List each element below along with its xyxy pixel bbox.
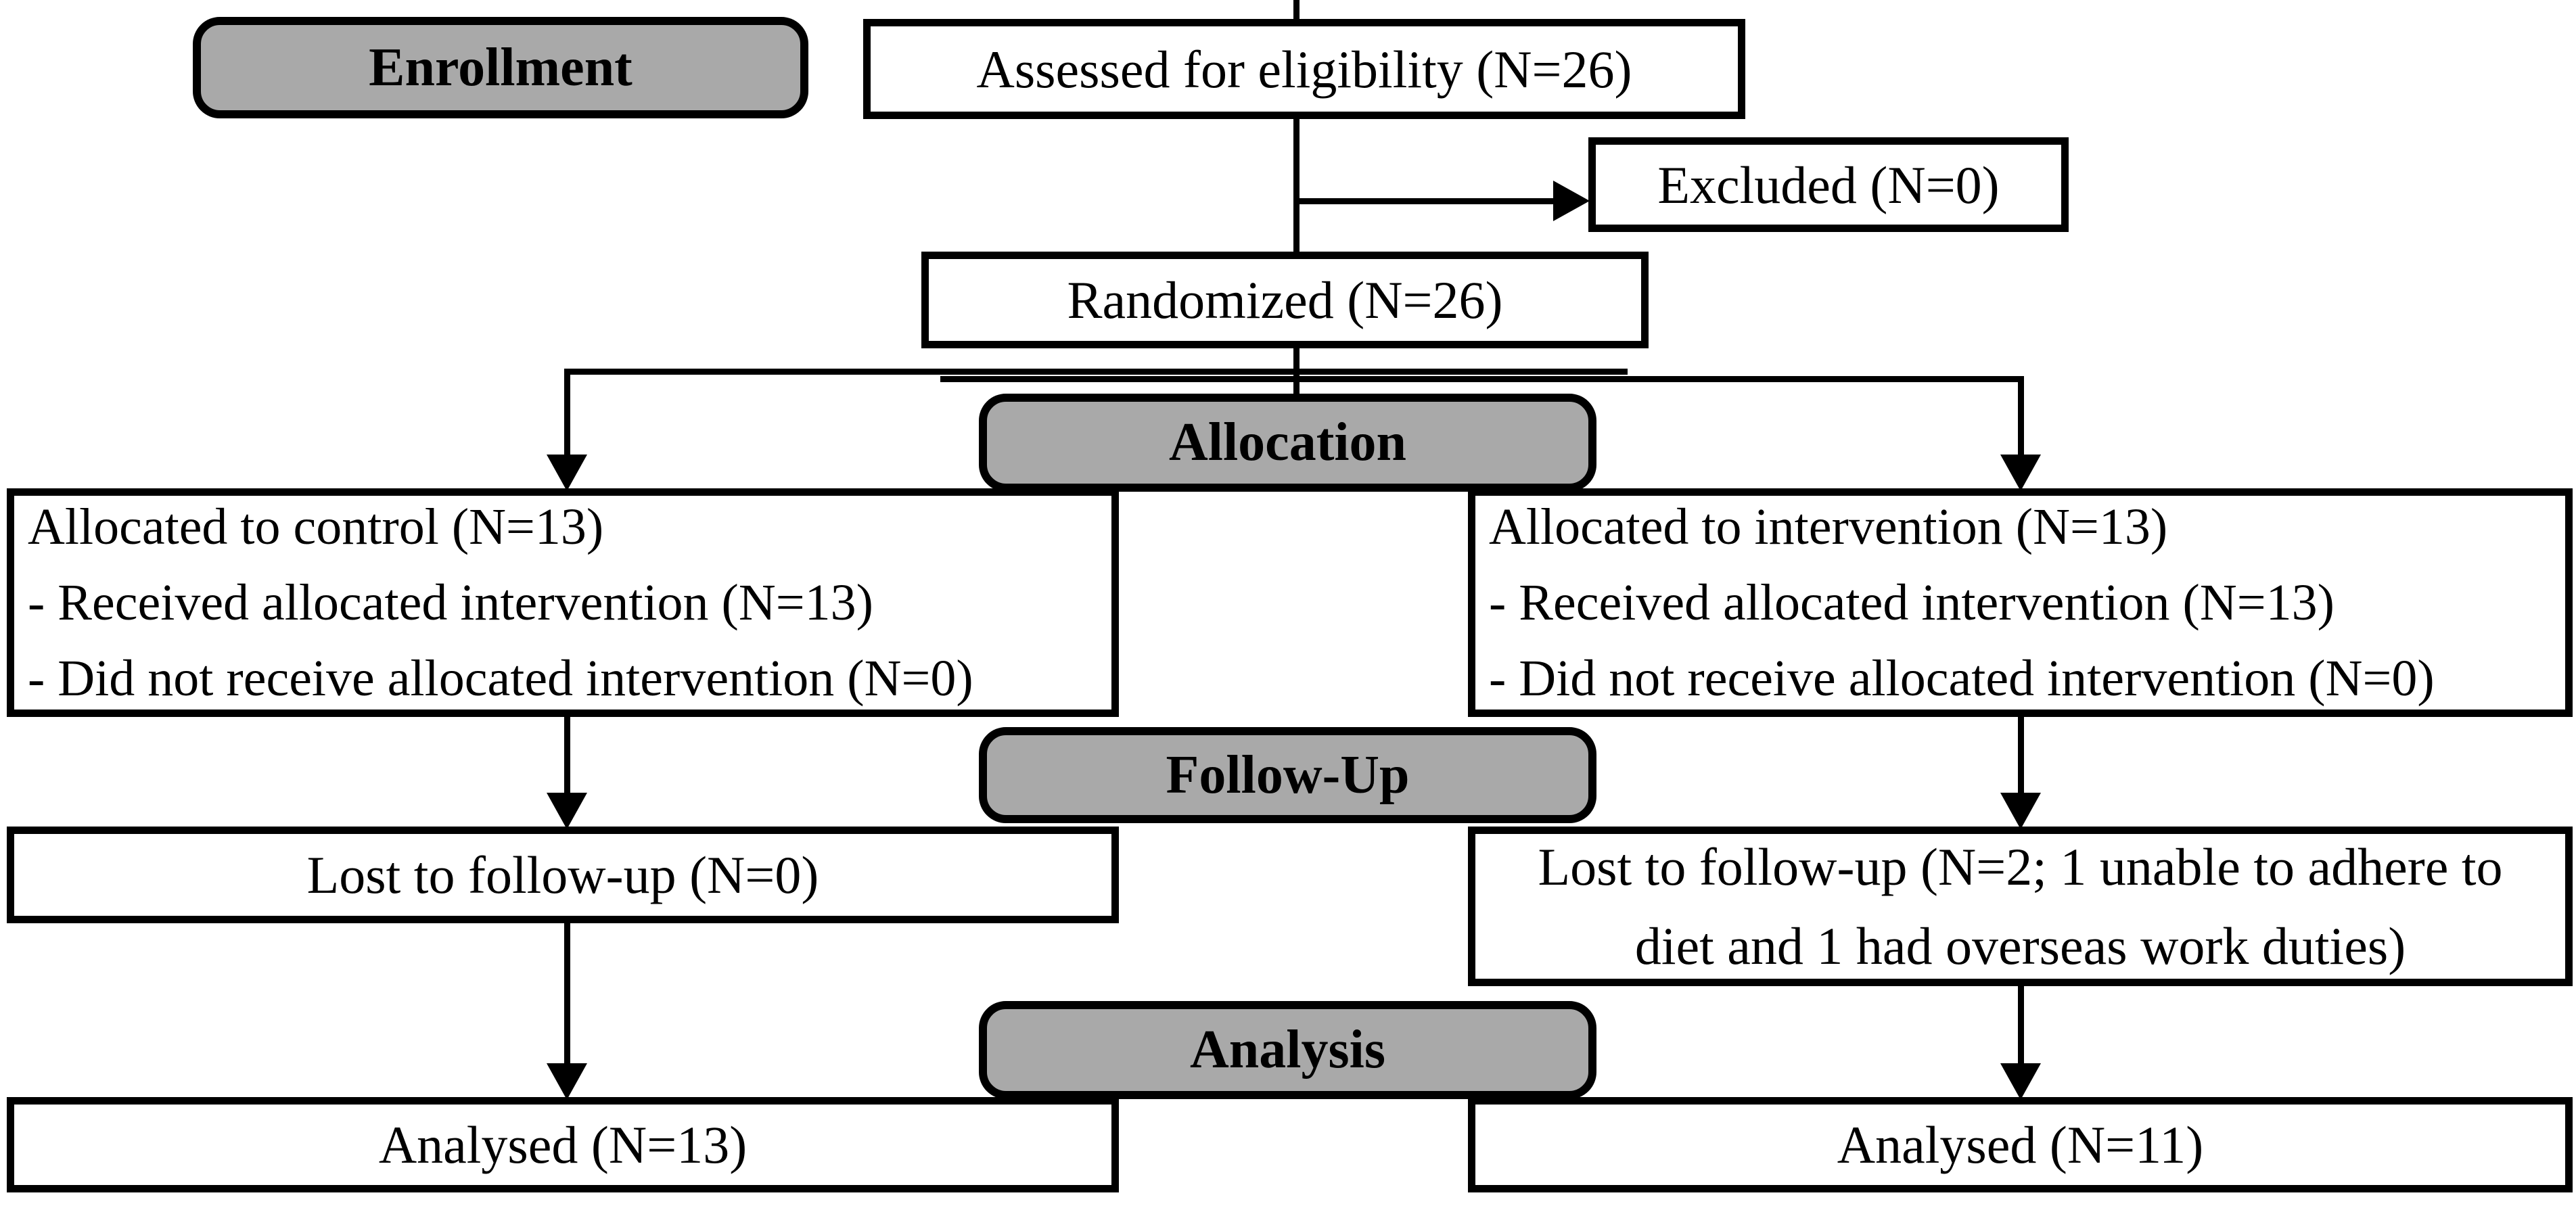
intervention-allocation-line1: Allocated to intervention (N=13) — [1489, 498, 2168, 555]
control-lost-label: Lost to follow-up (N=0) — [306, 845, 819, 904]
stage-analysis-label: Analysis — [1190, 1020, 1385, 1079]
connector-to-excluded — [1293, 198, 1559, 204]
control-analysed-box: Analysed (N=13) — [7, 1097, 1119, 1192]
arrowhead-excluded-icon — [1553, 181, 1590, 221]
arrowhead-control-analysed-icon — [547, 1063, 587, 1100]
control-allocation-box: Allocated to control (N=13) - Received a… — [7, 488, 1119, 717]
intervention-analysed-label: Analysed (N=11) — [1837, 1115, 2204, 1174]
randomized-label: Randomized (N=26) — [1067, 271, 1503, 329]
connector-control-lost-to-analysed — [564, 920, 570, 1067]
connector-control-allocation-to-lost — [564, 714, 570, 797]
stage-enrollment: Enrollment — [193, 17, 808, 118]
intervention-analysed-box: Analysed (N=11) — [1468, 1097, 2573, 1192]
stage-analysis: Analysis — [979, 1001, 1596, 1099]
connector-stub-above-assessed — [1293, 0, 1300, 20]
intervention-allocation-line2: - Received allocated intervention (N=13) — [1489, 574, 2334, 631]
arrowhead-control-lost-icon — [547, 793, 587, 829]
excluded-box: Excluded (N=0) — [1588, 137, 2069, 232]
stage-allocation-label: Allocation — [1168, 413, 1407, 472]
assessed-label: Assessed for eligibility (N=26) — [976, 39, 1632, 99]
control-allocation-line1: Allocated to control (N=13) — [28, 498, 604, 555]
connector-intervention-lost-to-analysed — [2018, 983, 2024, 1067]
control-allocation-line2: - Received allocated intervention (N=13) — [28, 574, 873, 631]
stage-allocation: Allocation — [979, 394, 1596, 492]
stage-followup-label: Follow-Up — [1166, 745, 1410, 805]
connector-branch-to-control-allocation — [564, 369, 570, 460]
arrowhead-control-allocation-icon — [547, 455, 587, 491]
intervention-allocation-line3: - Did not receive allocated intervention… — [1489, 650, 2435, 707]
intervention-lost-line2: diet and 1 had overseas work duties) — [1634, 916, 2406, 975]
connector-branch-to-intervention-allocation — [2018, 376, 2024, 460]
control-allocation-line3: - Did not receive allocated intervention… — [28, 650, 973, 707]
control-analysed-label: Analysed (N=13) — [378, 1115, 748, 1174]
assessed-box: Assessed for eligibility (N=26) — [863, 19, 1745, 119]
stage-followup: Follow-Up — [979, 727, 1596, 823]
arrowhead-intervention-allocation-icon — [2000, 455, 2041, 491]
arrowhead-intervention-analysed-icon — [2000, 1063, 2041, 1100]
connector-assessed-to-randomized — [1293, 115, 1300, 258]
connector-intervention-allocation-to-lost — [2018, 714, 2024, 797]
intervention-allocation-box: Allocated to intervention (N=13) - Recei… — [1468, 488, 2573, 717]
branch-line-control — [564, 369, 1628, 375]
intervention-lost-box: Lost to follow-up (N=2; 1 unable to adhe… — [1468, 827, 2573, 986]
arrowhead-intervention-lost-icon — [2000, 793, 2041, 829]
intervention-lost-line1: Lost to follow-up (N=2; 1 unable to adhe… — [1538, 837, 2503, 896]
control-lost-box: Lost to follow-up (N=0) — [7, 827, 1119, 923]
branch-line-intervention — [940, 376, 2023, 382]
excluded-label: Excluded (N=0) — [1657, 155, 2000, 214]
stage-enrollment-label: Enrollment — [369, 37, 632, 97]
randomized-box: Randomized (N=26) — [921, 252, 1649, 348]
